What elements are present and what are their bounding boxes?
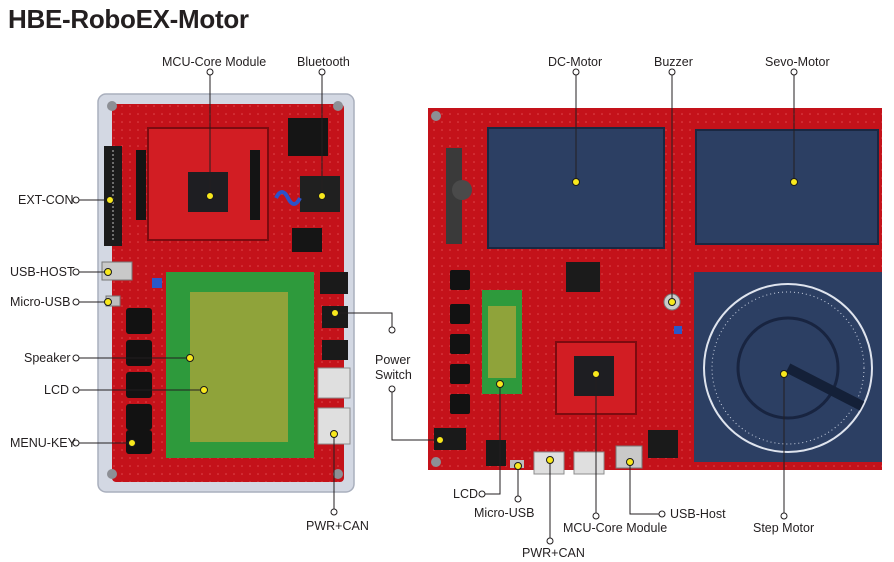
leader-lines — [78, 74, 795, 538]
lcd-screen — [190, 292, 288, 442]
right-power-connector — [434, 428, 466, 450]
label-right-mcu-core-module: MCU-Core Module — [563, 521, 668, 535]
label-right-lcd: LCD — [453, 487, 479, 501]
servo-motor-body — [695, 129, 879, 245]
screw — [333, 101, 343, 111]
label-buzzer: Buzzer — [654, 55, 693, 69]
label-right-pwr-can: PWR+CAN — [522, 546, 585, 560]
right-board — [428, 108, 882, 475]
label-bluetooth: Bluetooth — [297, 55, 350, 69]
page-title: HBE-RoboEX-Motor — [8, 4, 249, 34]
label-menu-key: MENU-KEY — [10, 436, 76, 450]
left-board — [97, 93, 355, 493]
mcu-chip — [188, 172, 228, 212]
label-ext-con: EXT-CON — [18, 193, 74, 207]
right-push-buttons — [450, 270, 470, 414]
label-right-micro-usb: Micro-USB — [474, 506, 535, 520]
screw — [431, 111, 441, 121]
label-end-circles — [72, 68, 798, 545]
screw — [107, 469, 117, 479]
right-usb-host-port — [615, 445, 643, 469]
label-micro-usb: Micro-USB — [10, 295, 71, 309]
label-step-motor: Step Motor — [753, 521, 815, 535]
label-power-switch-line1: Power — [375, 353, 411, 367]
label-left-pwr-can: PWR+CAN — [306, 519, 369, 533]
bluetooth-module — [288, 118, 328, 156]
label-power-switch-line2: Switch — [375, 368, 412, 382]
label-right-usb-host: USB-Host — [670, 507, 726, 521]
label-servo-motor: Sevo-Motor — [765, 55, 830, 69]
label-usb-host: USB-HOST — [10, 265, 75, 279]
label-mcu-core-module: MCU-Core Module — [162, 55, 267, 69]
label-dc-motor: DC-Motor — [548, 55, 603, 69]
component-markers — [104, 178, 798, 470]
screw — [431, 457, 441, 467]
label-speaker: Speaker — [24, 351, 71, 365]
screw — [333, 469, 343, 479]
pwr-can-connector — [317, 367, 351, 399]
push-buttons — [126, 308, 152, 454]
label-lcd: LCD — [44, 383, 70, 397]
screw — [107, 101, 117, 111]
right-lcd-screen — [488, 306, 516, 378]
